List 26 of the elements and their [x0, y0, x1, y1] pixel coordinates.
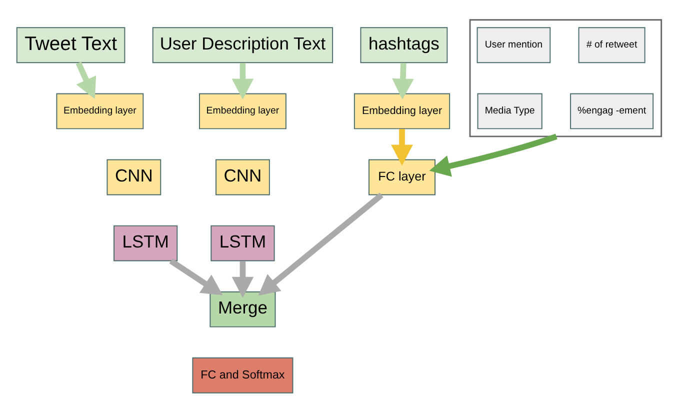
arrow	[258, 192, 384, 296]
cluster	[469, 19, 662, 138]
node-box: Tweet Text	[16, 27, 126, 64]
node-box: LSTM	[114, 225, 178, 262]
node-box: LSTM	[210, 225, 275, 262]
arrow	[76, 62, 96, 99]
node-box: CNN	[216, 159, 270, 196]
node-box: Embedding layer	[354, 93, 450, 130]
arrow	[232, 62, 254, 100]
node-box: User mention	[476, 27, 551, 64]
arrow	[392, 62, 414, 100]
node-box: FC layer	[368, 159, 436, 196]
node-box: Embedding layer	[56, 93, 144, 130]
node-box: # of retweet	[578, 27, 646, 64]
node-box: CNN	[106, 159, 162, 196]
arrow	[429, 134, 558, 177]
node-box: Merge	[210, 291, 276, 328]
node-box: %engag -ement	[570, 93, 654, 130]
node-box: User Description Text	[152, 27, 334, 64]
arrow	[391, 129, 413, 166]
node-box: FC and Softmax	[192, 357, 294, 394]
arrow	[232, 261, 254, 298]
arrow	[169, 258, 223, 296]
node-box: Media Type	[477, 93, 542, 130]
node-box: hashtags	[360, 27, 448, 64]
node-box: Embedding layer	[199, 93, 286, 130]
